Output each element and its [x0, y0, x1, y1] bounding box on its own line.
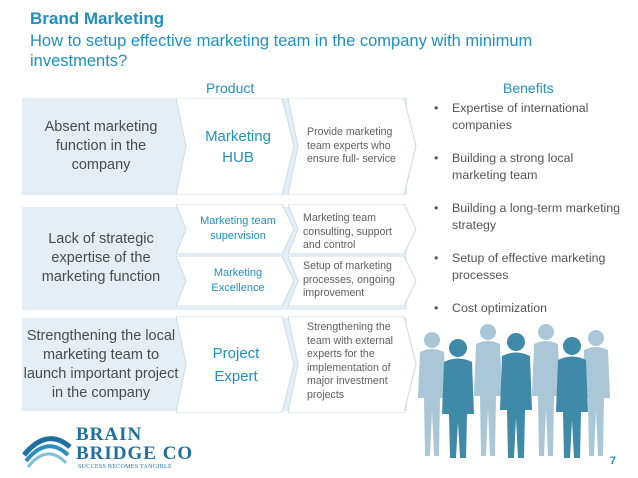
- provide-chevron-2a: [288, 204, 417, 254]
- product-chevron-2a: [176, 204, 295, 254]
- product-chevron-1: [176, 98, 295, 195]
- logo-tagline: SUCCESS BECOMES TANGIBLE: [78, 464, 172, 470]
- logo-bridge-text: BRIDGE CO: [76, 443, 194, 464]
- problem-label-1: Absent marketing function in the company: [44, 119, 158, 173]
- product-chevron-2b: [176, 256, 295, 306]
- provide-chevron-1: [288, 98, 417, 195]
- product-team-supervision: Marketing team supervision: [200, 215, 276, 242]
- slide-title: Brand Marketing: [30, 9, 165, 28]
- benefit-item: Expertise of international companies: [432, 100, 622, 134]
- benefit-item: Building a long-term marketing strategy: [432, 200, 622, 234]
- provide-text-2b: Setup of marketing processes, ongoing im…: [303, 260, 395, 299]
- product-marketing-excellence: Marketing Excellence: [211, 267, 265, 294]
- product-project-expert: Project Expert: [212, 344, 260, 385]
- provide-chevron-2b: [288, 256, 417, 306]
- benefit-item: Setup of effective marketing processes: [432, 250, 622, 284]
- benefit-item: Cost optimization: [432, 300, 622, 317]
- problem-label-3: Strengthening the local marketing team t…: [23, 327, 179, 401]
- product-chevron-3: [176, 316, 295, 413]
- product-marketing-hub: Marketing HUB: [205, 127, 271, 166]
- problem-label-2: Lack of strategic expertise of the marke…: [41, 231, 161, 285]
- benefits-list: Expertise of international companies Bui…: [432, 100, 622, 333]
- benefits-column-header: Benefits: [503, 80, 554, 96]
- logo-brain-text: BRAIN: [76, 424, 143, 445]
- provide-text-2a: Marketing team consulting, support and c…: [303, 212, 392, 251]
- provide-chevron-3: [288, 316, 417, 413]
- benefit-item: Building a strong local marketing team: [432, 150, 622, 184]
- page-number: 7: [609, 455, 616, 467]
- team-silhouettes-illustration: [418, 324, 610, 458]
- provide-text-1: Provide marketing team experts who ensur…: [307, 126, 396, 165]
- slide-subtitle: How to setup effective marketing team in…: [30, 32, 533, 70]
- brain-bridge-logo-mark: [22, 436, 72, 468]
- provide-text-3: Strengthening the team with external exp…: [307, 321, 393, 401]
- product-column-header: Product: [206, 80, 255, 96]
